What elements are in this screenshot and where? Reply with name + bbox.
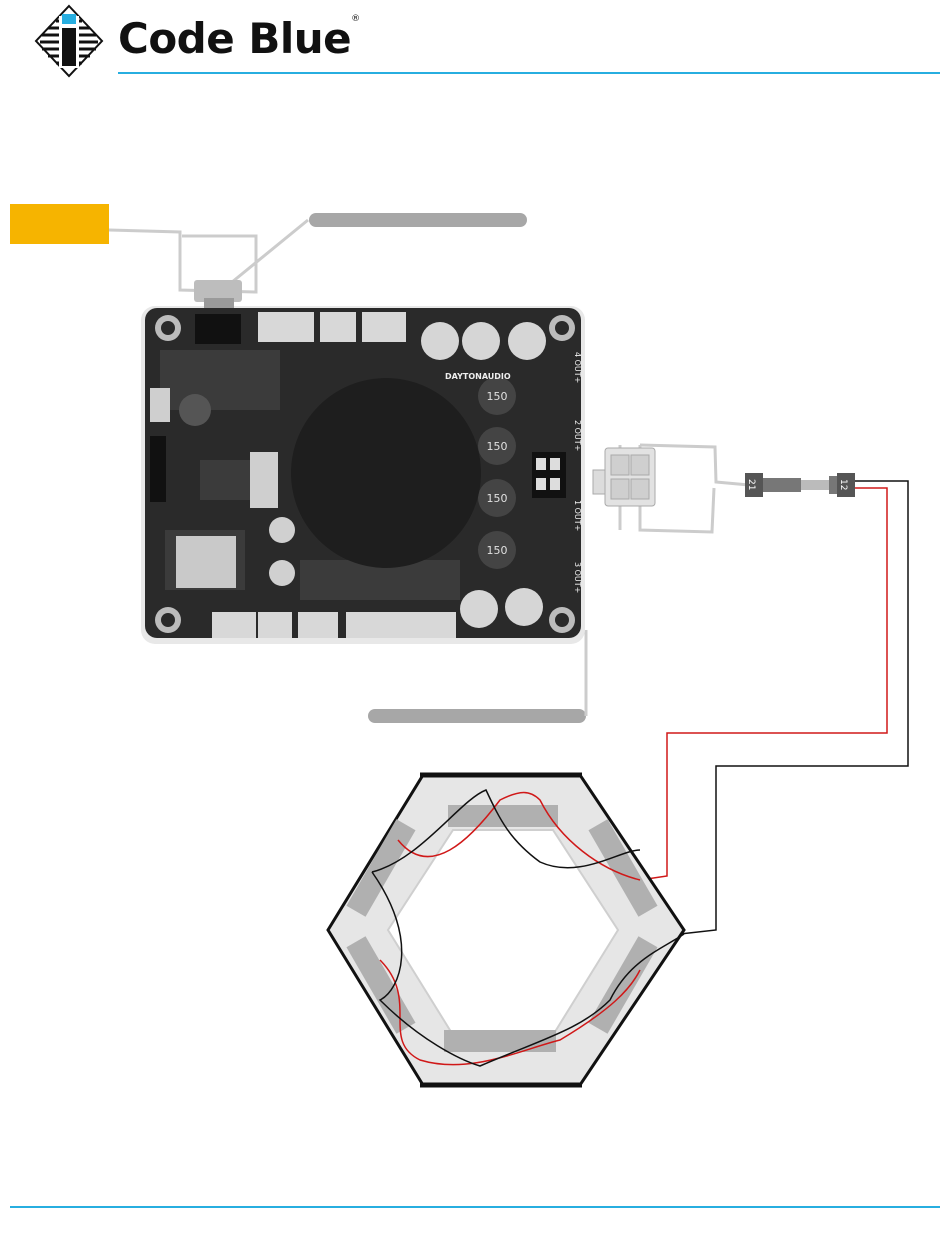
output-label: 2 OUT+: [573, 420, 582, 451]
output-label: 4 OUT+: [573, 352, 582, 383]
negative-wire: [680, 481, 908, 934]
output-label: 1 OUT+: [573, 500, 582, 531]
positive-wire: [640, 488, 887, 880]
connector-label-right: 12: [838, 479, 848, 490]
capacitor-label: 150: [487, 492, 508, 505]
output-label: 3 OUT+: [573, 562, 582, 593]
capacitor-label: 150: [487, 440, 508, 453]
heatsink-disc: [291, 378, 481, 568]
capacitor-label: 150: [487, 390, 508, 403]
hexagonal-speaker-array-icon: [328, 775, 684, 1085]
inline-connector-icon: 21 12: [745, 473, 855, 497]
board-brand-label: DAYTONAUDIO: [445, 372, 511, 381]
connector-label-left: 21: [746, 479, 756, 490]
footer-rule: [10, 1206, 940, 1208]
power-plug-icon: [194, 280, 242, 308]
capacitor-label: 150: [487, 544, 508, 557]
amplifier-board-icon: 150 150 150 150 DAYTONAUDIO 4 OUT+ 2 OUT…: [141, 306, 585, 644]
speaker-plug-icon: [593, 448, 655, 506]
